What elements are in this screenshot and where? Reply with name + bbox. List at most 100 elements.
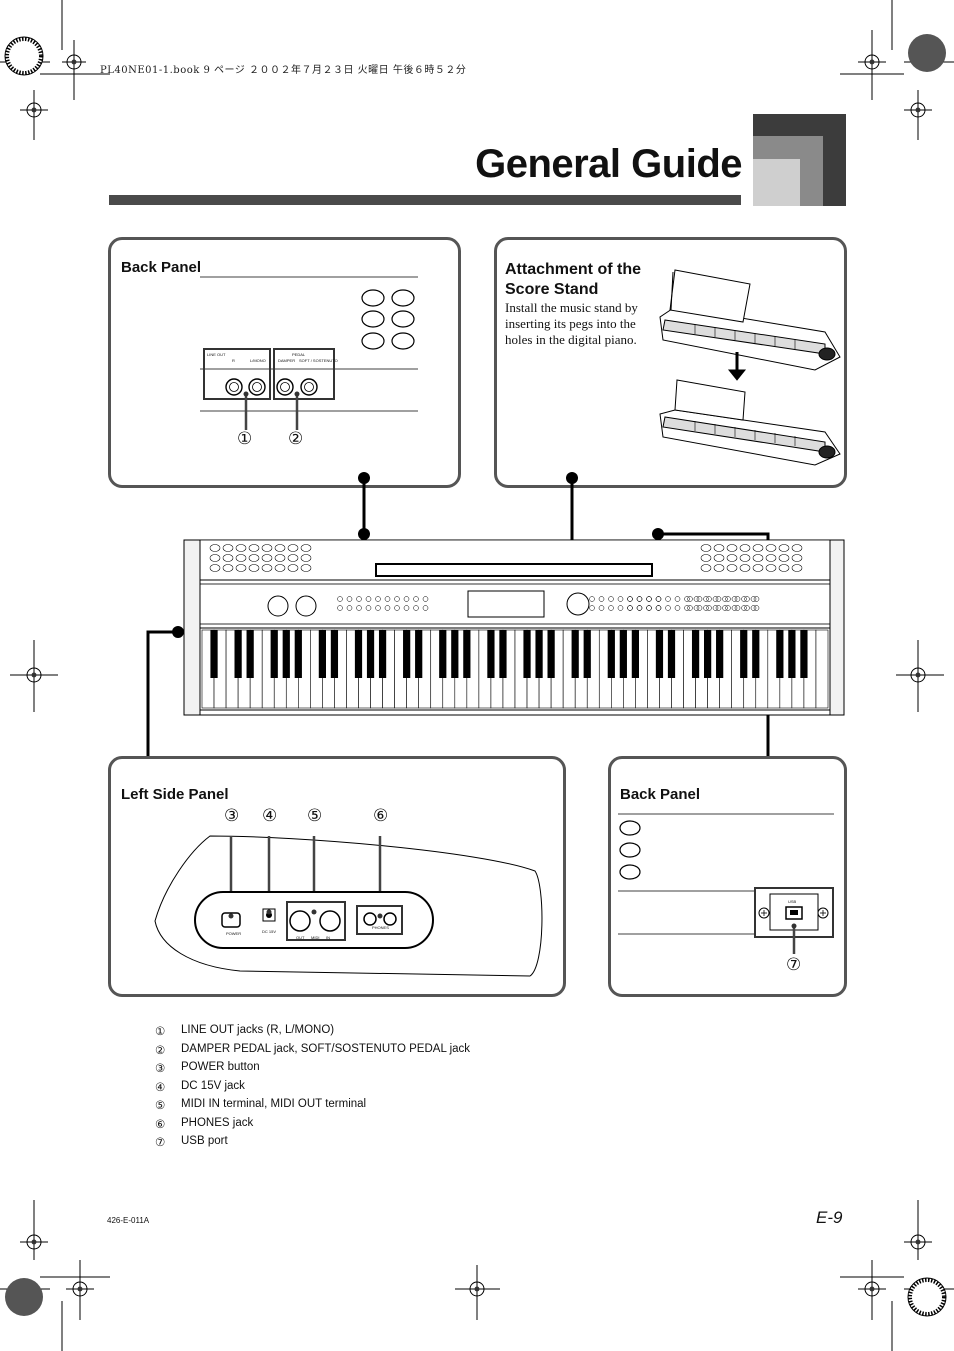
panel-button (731, 596, 738, 602)
black-key (210, 630, 218, 678)
speaker-hole (261, 544, 273, 552)
speaker-hole (235, 554, 247, 562)
speaker-hole (700, 564, 712, 572)
panel-button (684, 605, 690, 611)
panel-button (346, 596, 353, 602)
black-key (619, 630, 627, 678)
speaker-hole (248, 564, 260, 572)
black-key (330, 630, 339, 678)
callout-7: ⑦ (786, 955, 802, 974)
panel-button (665, 605, 671, 611)
black-key (499, 630, 507, 678)
panel-button (608, 596, 614, 602)
line-out-label: LINE OUT (207, 352, 226, 357)
title-corner-blocks (753, 114, 846, 206)
panel-button (598, 596, 605, 602)
black-key (463, 630, 471, 678)
power-label: POWER (226, 931, 242, 936)
panel-button (684, 596, 690, 602)
panel-button (734, 596, 741, 602)
speaker-hole (726, 544, 738, 552)
soft-label: SOFT / SOSTENUTO (299, 358, 338, 363)
speaker-hole (209, 564, 221, 572)
speaker-hole (222, 554, 234, 562)
black-key (487, 630, 495, 678)
back-panel-bottom-box (608, 756, 847, 997)
black-key (704, 630, 712, 678)
speaker-hole (235, 544, 247, 552)
panel-button (394, 596, 400, 602)
speaker-hole (739, 554, 751, 562)
speaker-hole (765, 564, 777, 572)
panel-button (375, 605, 381, 611)
panel-button (750, 605, 757, 611)
speaker-hole (778, 554, 790, 562)
white-key (815, 629, 829, 709)
speaker-hole (287, 544, 299, 552)
black-key (752, 630, 760, 678)
panel-button (655, 596, 662, 602)
panel-button (337, 596, 343, 602)
panel-button (750, 596, 757, 602)
usb-label: USB (788, 899, 797, 904)
score-stand-title-2: Score Stand (505, 281, 599, 298)
speaker-hole (300, 554, 312, 562)
speaker-hole (791, 544, 803, 552)
panel-button (636, 605, 643, 611)
callout-2: ② (288, 429, 304, 448)
back-panel-top-box (108, 237, 461, 488)
black-key (607, 630, 615, 678)
score-stand-title-1: Attachment of the (505, 261, 641, 278)
lmono-label: L/MONO (250, 358, 266, 363)
panel-button (734, 605, 741, 611)
black-key (571, 630, 579, 678)
back-panel-top-title: Back Panel (121, 259, 202, 276)
panel-button (589, 605, 595, 611)
speaker-hole (791, 554, 803, 562)
panel-button (696, 596, 703, 602)
speaker-hole (274, 564, 286, 572)
callout-1: ① (237, 429, 253, 448)
speaker-hole (222, 564, 234, 572)
panel-button (715, 605, 722, 611)
title-rule (109, 195, 741, 205)
left-side-panel-title: Left Side Panel (121, 786, 229, 803)
panel-button (627, 605, 633, 611)
footer-code: 426-E-011A (107, 1216, 150, 1225)
panel-button (346, 605, 353, 611)
panel-button (589, 596, 595, 602)
panel-button (706, 596, 712, 602)
speaker-hole (300, 544, 312, 552)
panel-button (422, 605, 429, 611)
panel-button (703, 596, 709, 602)
speaker-hole (765, 554, 777, 562)
black-key (631, 630, 639, 678)
panel-button (413, 596, 419, 602)
panel-button (753, 596, 760, 602)
panel-button (665, 596, 671, 602)
callout-5: ⑤ (307, 806, 323, 825)
speaker-hole (778, 564, 790, 572)
panel-button (715, 596, 722, 602)
black-key (547, 630, 555, 678)
speaker-hole (261, 554, 273, 562)
black-key (403, 630, 411, 678)
speaker-hole (713, 544, 725, 552)
panel-button (403, 605, 410, 611)
speaker-hole (739, 544, 751, 552)
midi-in-label: IN (326, 935, 330, 940)
speaker-hole (274, 554, 286, 562)
pedal-label: PEDAL (292, 352, 306, 357)
black-key (270, 630, 278, 678)
damper-label: DAMPER (278, 358, 296, 363)
black-key (523, 630, 531, 678)
panel-button (403, 596, 410, 602)
speaker-hole (739, 564, 751, 572)
panel-button (693, 596, 700, 602)
panel-button (356, 605, 362, 611)
panel-button (731, 605, 738, 611)
